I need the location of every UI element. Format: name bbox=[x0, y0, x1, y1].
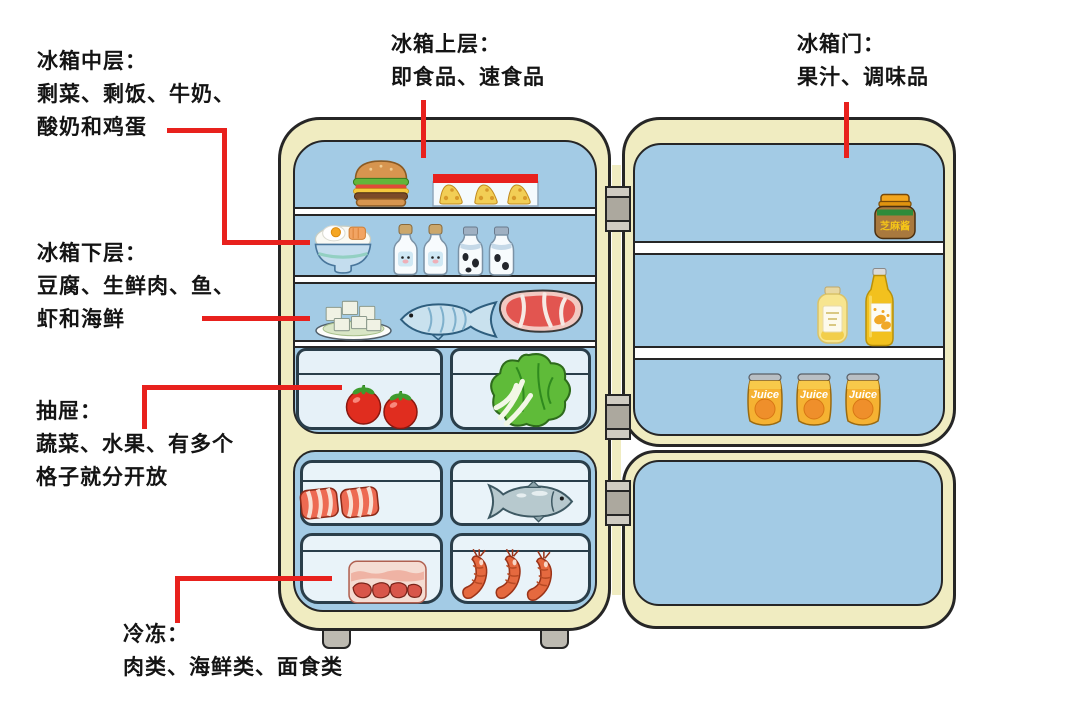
tofu-plate-icon bbox=[315, 300, 392, 341]
milk-bottle-icon bbox=[423, 224, 448, 276]
shrimps-icon bbox=[462, 549, 553, 601]
frozen-meat-icon bbox=[348, 560, 427, 604]
juice-can-icon: Juice bbox=[747, 373, 783, 426]
hinge-bridge bbox=[612, 165, 621, 595]
fresh-fish-icon bbox=[399, 300, 498, 340]
annotation-line: 格子就分开放 bbox=[36, 466, 168, 489]
cheese-pack-icon bbox=[432, 174, 539, 207]
connector-door bbox=[844, 102, 849, 158]
shelf-band-1 bbox=[295, 207, 595, 216]
lettuce-icon bbox=[490, 353, 571, 428]
yogurt-bottle-icon bbox=[457, 226, 484, 276]
connector-middle-shelf bbox=[222, 240, 310, 245]
milk-bottle-icon bbox=[393, 224, 418, 276]
hamburger-icon bbox=[352, 160, 410, 207]
connector-top-shelf bbox=[421, 100, 426, 158]
annotation-line: 冰箱上层： bbox=[391, 33, 501, 56]
rice-bowl-icon bbox=[314, 225, 372, 274]
door-inner-panel bbox=[633, 143, 945, 436]
shelf-band-3 bbox=[295, 340, 595, 348]
bacon-icon bbox=[299, 486, 380, 520]
connector-drawer bbox=[142, 385, 342, 390]
freezer-cell-rim bbox=[453, 550, 588, 552]
yogurt-bottle-icon bbox=[488, 226, 515, 276]
juice-can-icon: Juice bbox=[796, 373, 832, 426]
annotation-line: 蔬菜、水果、有多个 bbox=[36, 433, 234, 456]
steak-icon bbox=[499, 289, 584, 333]
drawer-rim bbox=[299, 373, 440, 375]
annotation-line: 冰箱门： bbox=[797, 33, 885, 56]
connector-middle-shelf bbox=[222, 128, 227, 245]
juice-jar-icon bbox=[817, 286, 848, 344]
sesame-paste-jar-icon: 芝麻酱 bbox=[874, 193, 916, 240]
juice-bottle-icon bbox=[865, 268, 894, 347]
annotation-line: 豆腐、生鲜肉、鱼、 bbox=[37, 275, 235, 298]
fridge-foot-right bbox=[540, 628, 569, 649]
annotation-line: 酸奶和鸡蛋 bbox=[37, 116, 147, 139]
annotation-door: 冰箱门： 果汁、调味品 bbox=[797, 28, 929, 94]
shelf-band-2 bbox=[295, 275, 595, 284]
annotation-line: 虾和海鲜 bbox=[37, 308, 125, 331]
svg-text:Juice: Juice bbox=[800, 389, 828, 401]
hinge-middle bbox=[605, 394, 631, 440]
annotation-line: 冰箱下层： bbox=[37, 242, 147, 265]
freezer-cell-rim bbox=[303, 550, 440, 552]
connector-freezer bbox=[175, 576, 180, 623]
connector-drawer bbox=[142, 385, 147, 429]
frozen-fish-icon bbox=[487, 480, 574, 523]
annotation-line: 肉类、海鲜类、面食类 bbox=[123, 656, 343, 679]
annotation-line: 剩菜、剩饭、牛奶、 bbox=[37, 83, 235, 106]
door-shelf-band-2 bbox=[635, 346, 943, 360]
annotation-line: 果汁、调味品 bbox=[797, 66, 929, 89]
annotation-drawer: 抽屉： 蔬菜、水果、有多个 格子就分开放 bbox=[36, 395, 234, 494]
annotation-line: 冷冻： bbox=[123, 623, 189, 646]
annotation-lower-shelf: 冰箱下层： 豆腐、生鲜肉、鱼、 虾和海鲜 bbox=[37, 237, 235, 336]
annotation-freezer: 冷冻： 肉类、海鲜类、面食类 bbox=[123, 618, 343, 684]
svg-text:芝麻酱: 芝麻酱 bbox=[880, 220, 910, 233]
connector-lower-shelf bbox=[202, 316, 310, 321]
freezer-cell-rim bbox=[453, 480, 588, 482]
annotation-line: 抽屉： bbox=[36, 400, 102, 423]
svg-text:Juice: Juice bbox=[751, 389, 779, 401]
door-lower-inner-panel bbox=[633, 460, 943, 606]
connector-freezer bbox=[175, 576, 332, 581]
annotation-line: 即食品、速食品 bbox=[391, 66, 545, 89]
juice-can-icon: Juice bbox=[845, 373, 881, 426]
connector-middle-shelf bbox=[167, 128, 225, 133]
hinge-bottom bbox=[605, 480, 631, 526]
annotation-line: 冰箱中层： bbox=[37, 50, 147, 73]
annotation-top-shelf: 冰箱上层： 即食品、速食品 bbox=[391, 28, 545, 94]
annotation-middle-shelf: 冰箱中层： 剩菜、剩饭、牛奶、 酸奶和鸡蛋 bbox=[37, 45, 235, 144]
door-shelf-band-1 bbox=[635, 241, 943, 255]
freezer-cell-rim bbox=[303, 480, 440, 482]
svg-text:Juice: Juice bbox=[849, 389, 877, 401]
tomatoes-icon bbox=[345, 385, 418, 430]
hinge-top bbox=[605, 186, 631, 232]
